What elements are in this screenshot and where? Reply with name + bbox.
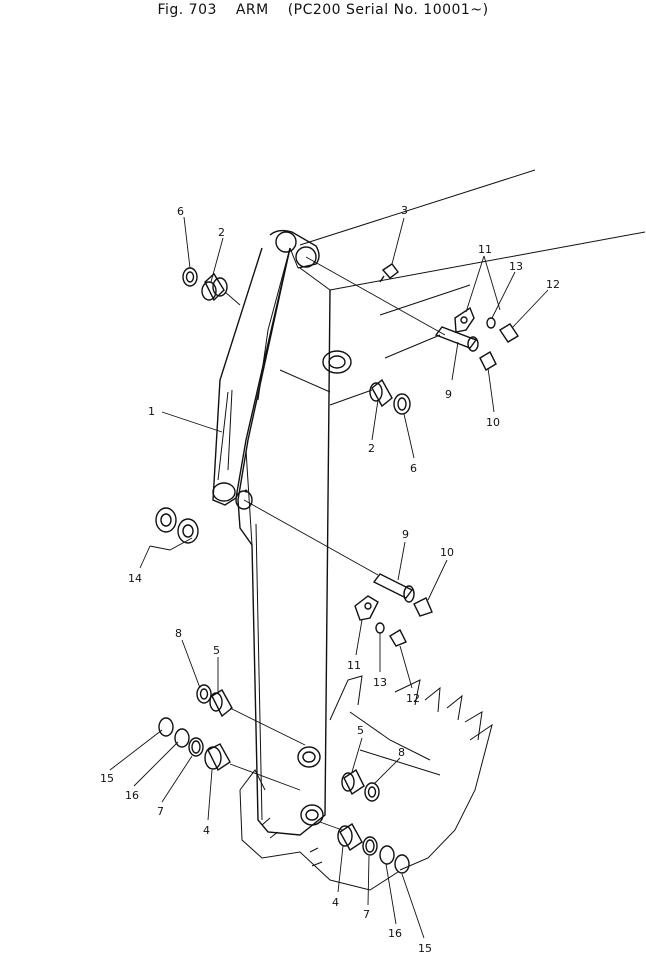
bushing-upper-left (182, 267, 241, 306)
callout-16-left: 16 (125, 789, 139, 802)
callout-9-upper: 9 (445, 388, 452, 401)
callout-4-left: 4 (203, 824, 210, 837)
callout-9-lower: 9 (402, 528, 409, 541)
callout-13-lower: 13 (373, 676, 387, 689)
callout-15-right: 15 (418, 942, 432, 955)
leader-lines (109, 216, 549, 939)
shims (149, 507, 199, 551)
bushing-lower-left (196, 684, 233, 718)
upper-pin-assembly (434, 306, 519, 371)
callout-10-lower: 10 (440, 546, 454, 559)
callout-6-mid: 6 (410, 462, 417, 475)
figure-serial: (PC200 Serial No. 10001~) (287, 2, 489, 18)
callout-16-right: 16 (388, 927, 402, 940)
callout-7-left: 7 (157, 805, 164, 818)
lower-pin-assembly (354, 573, 433, 647)
callout-2-upper: 2 (218, 226, 225, 239)
callout-numbers: 1 2 2 3 4 4 5 5 6 6 7 7 8 8 9 9 10 10 11… (100, 204, 560, 955)
boom-outline (299, 169, 646, 406)
callout-13-upper: 13 (509, 260, 523, 273)
bushing-lower-right (341, 768, 380, 802)
callout-15-left: 15 (100, 772, 114, 785)
figure-title: Fig. 703 ARM (PC200 Serial No. 10001~) (0, 2, 646, 18)
callout-11-lower: 11 (347, 659, 361, 672)
grease-fitting (379, 263, 399, 283)
figure-number: Fig. 703 (157, 2, 217, 18)
callout-8-right: 8 (398, 746, 405, 759)
callout-2-mid: 2 (368, 442, 375, 455)
callout-7-right: 7 (363, 908, 370, 921)
callout-11-upper: 11 (478, 243, 492, 256)
callout-5-right: 5 (357, 724, 364, 737)
bottom-left-stack (158, 717, 231, 772)
callout-1: 1 (148, 405, 155, 418)
callout-14: 14 (128, 572, 142, 585)
callout-12-upper: 12 (546, 278, 560, 291)
figure-part-name: ARM (235, 2, 269, 18)
bushing-mid-right (369, 378, 411, 415)
callout-4-right: 4 (332, 896, 339, 909)
pin-axis-lines (229, 256, 446, 831)
bottom-right-stack (337, 822, 410, 874)
callout-12-lower: 12 (406, 692, 420, 705)
arm-body (212, 229, 352, 836)
callout-3: 3 (401, 204, 408, 217)
callout-5-left: 5 (213, 644, 220, 657)
callout-6-upper: 6 (177, 205, 184, 218)
callout-8-left: 8 (175, 627, 182, 640)
callout-10-upper: 10 (486, 416, 500, 429)
bucket-outline (239, 675, 493, 891)
